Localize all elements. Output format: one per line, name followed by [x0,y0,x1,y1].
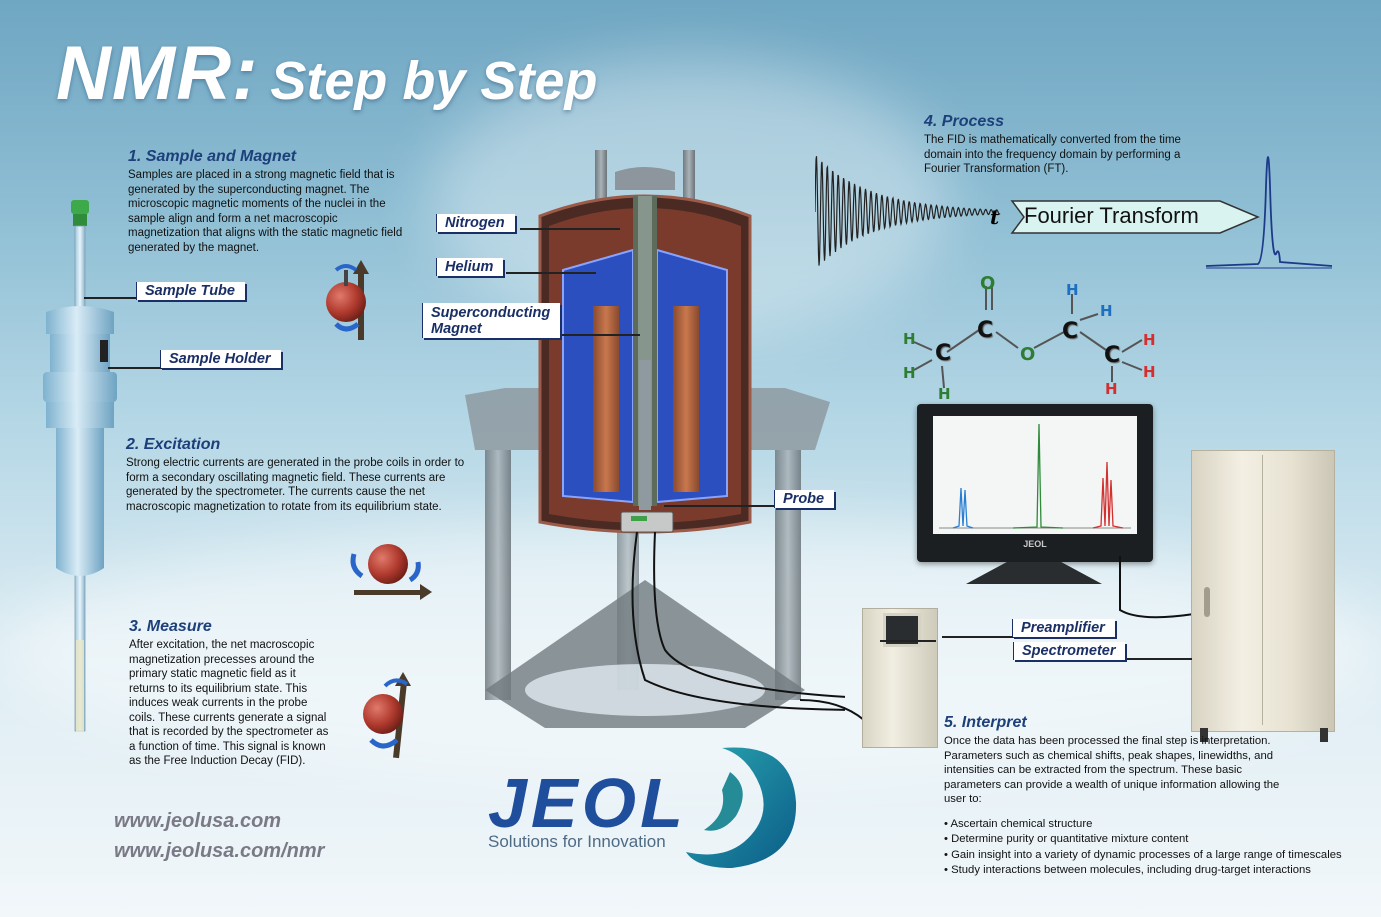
atom-hydrogen: H [1143,331,1156,349]
jeol-swoosh-icon [686,747,797,868]
interpret-bullet: Gain insight into a variety of dynamic p… [944,848,1364,863]
preamp-top-edge [880,640,936,642]
atom-carbon: C [977,318,994,343]
step4-body: The FID is mathematically converted from… [924,134,1181,175]
sample-holder-leader [108,367,170,369]
step5-body: Once the data has been processed the fin… [944,735,1280,805]
page-title: NMR:Step by Step [56,30,597,117]
monitor-brand: JEOL [1023,539,1047,549]
step5-heading: 5. Interpret [944,714,1027,731]
sample-tube-leader [84,297,144,299]
nitrogen-label: Nitrogen [436,214,515,232]
preamplifier-label: Preamplifier [1012,619,1115,637]
magnetization-aligned-icon [326,260,369,340]
atom-hydrogen: H [1100,302,1113,320]
atom-carbon: C [1104,343,1121,368]
jeol-logo-text: JEOL [488,764,687,842]
step2-heading: 2. Excitation [126,436,221,453]
preamplifier-leader [942,636,1022,638]
step-sample-and-magnet: 1. Sample and Magnet Samples are placed … [128,148,406,255]
atom-hydrogen: H [1105,380,1118,398]
fourier-arrow [1010,200,1260,234]
website-link[interactable]: www.jeolusa.com [114,810,282,832]
atom-hydrogen: H [1143,363,1156,381]
step-interpret: 5. Interpret Once the data has been proc… [944,714,1364,879]
atom-oxygen: O [1020,344,1036,365]
atom-carbon: C [1062,319,1079,344]
time-symbol: t [990,205,1000,229]
magnet-label-line2: Magnet [431,321,482,337]
magnet-illustration [465,150,845,728]
nmr-spectrum-display [939,423,1131,529]
cabinet-foot [1320,728,1328,742]
molecule-bonds [913,286,1143,389]
monitor-screen [933,416,1137,534]
sample-tube-label: Sample Tube [136,282,245,300]
magnetization-rotated-icon [350,544,432,600]
sample-tube-illustration [43,200,117,732]
frequency-spectrum [1205,156,1333,269]
magnet-label-line1: Superconducting [431,305,551,321]
monitor-stand [966,562,1102,584]
spectrometer-leader [1100,658,1192,660]
monitor: JEOL [917,404,1153,562]
step-process: 4. Process The FID is mathematically con… [924,113,1204,177]
step3-body: After excitation, the net macroscopic ma… [129,639,329,767]
cabinet-seam [1262,455,1263,725]
atom-hydrogen: H [903,330,916,348]
spectrometer-cabinet [1191,450,1335,732]
nmr-website-link[interactable]: www.jeolusa.com/nmr [114,840,325,862]
helium-label: Helium [436,258,504,276]
title-sub: Step by Step [270,51,598,111]
cabinet-foot [1200,728,1208,742]
interpret-bullet: Determine purity or quantitative mixture… [944,832,1364,847]
step3-heading: 3. Measure [129,618,212,635]
atom-hydrogen: H [903,364,916,382]
fid-waveform [815,156,1001,266]
interpret-bullet-list: Ascertain chemical structure Determine p… [944,817,1364,878]
title-main: NMR: [56,31,259,116]
step4-heading: 4. Process [924,113,1005,130]
atom-hydrogen: H [938,385,951,403]
interpret-bullet: Ascertain chemical structure [944,817,1364,832]
cables [800,556,1195,721]
cabinet-handle [1204,587,1210,617]
atom-hydrogen: H [1066,281,1079,299]
atom-oxygen: O [980,273,996,294]
magnetization-precession-icon [363,672,411,759]
sample-holder-label: Sample Holder [160,350,281,368]
magnet-leader [520,334,640,336]
step-measure: 3. Measure After excitation, the net mac… [129,618,455,769]
helium-leader [506,272,596,274]
probe-label: Probe [774,490,835,508]
nitrogen-leader [520,228,620,230]
jeol-tagline: Solutions for Innovation [488,832,666,851]
step1-heading: 1. Sample and Magnet [128,148,297,165]
step1-body: Samples are placed in a strong magnetic … [128,169,403,254]
spectrometer-label: Spectrometer [1013,642,1126,660]
step2-body: Strong electric currents are generated i… [126,457,465,513]
preamplifier-unit [862,608,938,748]
superconducting-magnet-label: Superconducting Magnet [422,303,561,338]
probe-leader [664,505,784,507]
atom-carbon: C [935,341,952,366]
interpret-bullet: Study interactions between molecules, in… [944,863,1364,878]
step-excitation: 2. Excitation Strong electric currents a… [126,436,476,514]
fourier-transform-label: Fourier Transform [1024,203,1199,228]
